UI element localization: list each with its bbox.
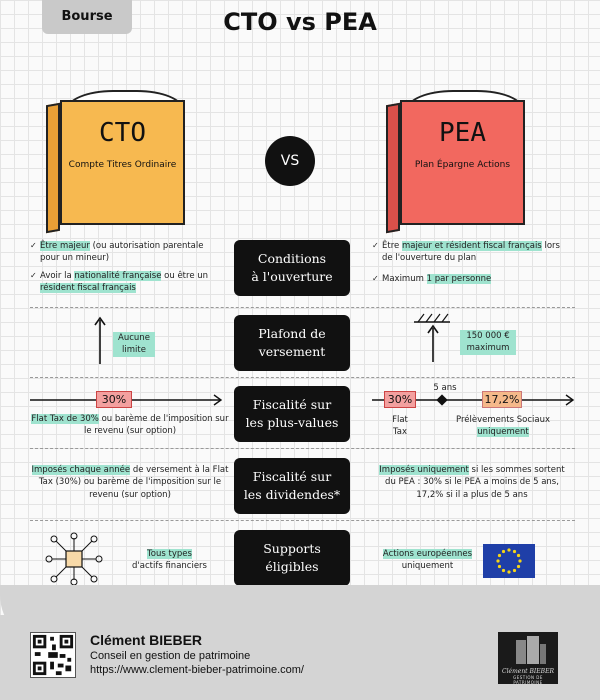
eu-star: [507, 570, 511, 574]
vs-badge: VS: [265, 136, 315, 186]
pea-rate-2-label: Prélèvements Sociaux uniquement: [456, 415, 550, 438]
author-role: Conseil en gestion de patrimoine: [90, 650, 251, 662]
eu-star: [516, 553, 521, 558]
eu-star: [497, 564, 502, 569]
eu-star: [501, 549, 506, 554]
plafond-label: Plafond de versement: [234, 315, 350, 371]
eu-star: [516, 564, 521, 569]
cto-conditions: ✓ Être majeur (ou autorisation parentale…: [30, 240, 225, 294]
pea-dividendes-desc: Imposés uniquement si les sommes sortent…: [379, 465, 565, 500]
eu-flag-icon: [483, 544, 535, 578]
pea-subtitle: Plan Épargne Actions: [414, 160, 511, 170]
eu-star: [496, 559, 500, 563]
logo-sub: GESTION DE PATRIMOINE: [513, 675, 543, 685]
cto-condition-1: ✓ Être majeur (ou autorisation parentale…: [30, 241, 204, 264]
cto-plafond-value: Aucune limite: [113, 332, 155, 357]
dividendes-label: Fiscalité sur les dividendes*: [234, 458, 350, 514]
plusvalues-label: Fiscalité sur les plus-values: [234, 386, 350, 442]
arrow-up-icon: [94, 316, 106, 364]
conditions-label: Conditions à l'ouverture: [234, 240, 350, 296]
cto-plusvalues-desc: Flat Tax de 30% ou barème de l'impositio…: [31, 414, 229, 437]
qr-code-icon: [30, 632, 76, 678]
divider: [30, 307, 575, 308]
author-url[interactable]: https://www.clement-bieber-patrimoine.co…: [90, 664, 304, 676]
eu-star: [497, 553, 502, 558]
eu-star: [507, 548, 511, 552]
cto-subtitle: Compte Titres Ordinaire: [68, 160, 177, 170]
eu-star: [501, 568, 506, 573]
cto-condition-2: ✓ Avoir la nationalité française ou être…: [30, 270, 209, 293]
pea-conditions: ✓ Être majeur et résident fiscal françai…: [372, 240, 572, 285]
logo-name: Clément BIEBER: [502, 668, 554, 675]
pea-condition-2: ✓ Maximum 1 par personne: [372, 273, 492, 284]
company-logo: Clément BIEBER GESTION DE PATRIMOINE: [498, 632, 558, 685]
pea-years-label: 5 ans: [433, 383, 457, 393]
cto-dividendes-desc: Imposés chaque année de versement à la F…: [31, 465, 229, 500]
cto-book: CTO Compte Titres Ordinaire: [46, 90, 185, 234]
pea-plafond-value: 150 000 € maximum: [460, 330, 516, 355]
eu-star: [512, 568, 517, 573]
network-icon: [45, 532, 103, 586]
divider: [30, 520, 575, 521]
divider: [30, 377, 575, 378]
pea-title: PEA: [439, 118, 486, 148]
cto-rate-badge: 30%: [96, 391, 132, 408]
eu-star: [518, 559, 522, 563]
supports-label: Supports éligibles: [234, 530, 350, 586]
author-name: Clément BIEBER: [90, 632, 203, 648]
pea-rate-1-label: Flat Tax: [392, 415, 408, 438]
building-icon: [516, 636, 546, 664]
pea-rate-badge-1: 30%: [384, 391, 416, 408]
cto-title: CTO: [99, 118, 146, 148]
ceiling-arrow-icon: [414, 313, 450, 362]
divider: [30, 448, 575, 449]
pea-book: PEA Plan Épargne Actions: [386, 90, 525, 234]
pea-condition-1: ✓ Être majeur et résident fiscal françai…: [372, 241, 560, 264]
pea-rate-badge-2: 17,2%: [482, 391, 522, 408]
category-tag: Bourse: [42, 0, 132, 34]
eu-star: [512, 549, 517, 554]
page-title: CTO vs PEA: [223, 8, 377, 36]
